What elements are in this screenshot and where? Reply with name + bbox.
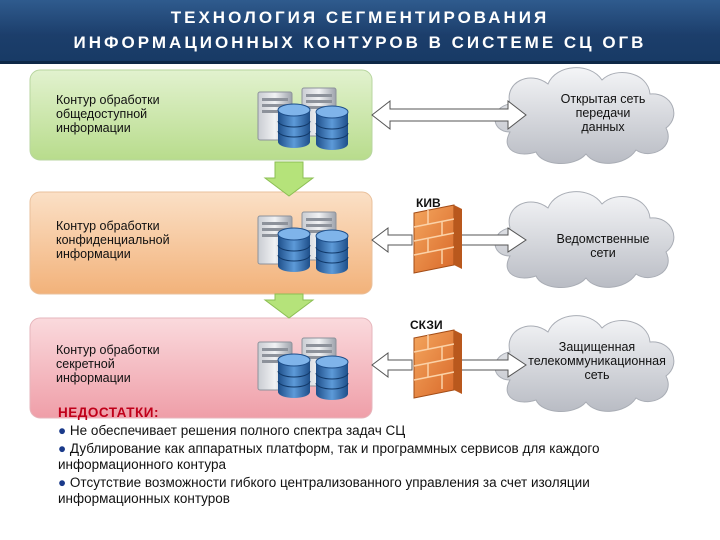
- label-line: Контур обработки: [56, 93, 160, 107]
- firewall-kiv-icon: [413, 204, 463, 274]
- label-line: телекоммуникационная: [528, 354, 666, 368]
- label-line: передачи: [575, 106, 631, 120]
- drawback-text: Отсутствие возможности гибкого централиз…: [58, 475, 590, 506]
- bidirectional-arrow-icon: [371, 352, 413, 378]
- title-line-1: ТЕХНОЛОГИЯ СЕГМЕНТИРОВАНИЯ: [170, 8, 550, 27]
- drawback-item: ● Не обеспечивает решения полного спектр…: [58, 423, 678, 439]
- banner-bottom-strip: [0, 61, 720, 64]
- bidirectional-arrow-icon: [371, 99, 527, 131]
- label-line: общедоступной: [56, 107, 148, 121]
- bidirectional-arrow-icon: [459, 352, 527, 378]
- label-line: Ведомственные: [556, 232, 650, 246]
- bidirectional-arrow-icon: [459, 227, 527, 253]
- bullet-icon: ●: [58, 423, 67, 438]
- drawback-text: Не обеспечивает решения полного спектра …: [69, 423, 406, 438]
- label-line: секретной: [56, 357, 115, 371]
- label-line: данных: [581, 120, 625, 134]
- drawback-text: Дублирование как аппаратных платформ, та…: [58, 441, 600, 472]
- bullet-icon: ●: [58, 441, 67, 456]
- label-line: Контур обработки: [56, 343, 160, 357]
- open-network-label: Открытая сеть передачи данных: [528, 92, 678, 134]
- confidential-contour-label: Контур обработки конфиденциальной информ…: [56, 219, 170, 261]
- label-line: сеть: [584, 368, 610, 382]
- drawback-item: ● Дублирование как аппаратных платформ, …: [58, 441, 678, 473]
- title-line-2: ИНФОРМАЦИОННЫХ КОНТУРОВ В СИСТЕМЕ СЦ ОГВ: [73, 33, 647, 52]
- bullet-icon: ●: [58, 475, 67, 490]
- secret-contour-label: Контур обработки секретной информации: [56, 343, 160, 385]
- skzi-label: СКЗИ: [410, 318, 443, 332]
- drawback-item: ● Отсутствие возможности гибкого централ…: [58, 475, 678, 507]
- down-arrow-icon: [263, 161, 315, 197]
- secure-network-label: Защищенная телекоммуникационная сеть: [502, 340, 692, 382]
- departmental-network-label: Ведомственные сети: [528, 232, 678, 260]
- label-line: Открытая сеть: [560, 92, 646, 106]
- public-contour-label: Контур обработки общедоступной информаци…: [56, 93, 160, 135]
- title-banner: ТЕХНОЛОГИЯ СЕГМЕНТИРОВАНИЯ ИНФОРМАЦИОННЫ…: [0, 0, 720, 64]
- label-line: конфиденциальной: [56, 233, 170, 247]
- drawbacks-section: НЕДОСТАТКИ: ● Не обеспечивает решения по…: [58, 405, 678, 507]
- label-line: сети: [590, 246, 616, 260]
- down-arrow-icon: [263, 293, 315, 319]
- bidirectional-arrow-icon: [371, 227, 413, 253]
- firewall-skzi-icon: [413, 329, 463, 399]
- label-line: информации: [56, 121, 131, 135]
- kiv-label: КИВ: [416, 196, 441, 210]
- drawbacks-title: НЕДОСТАТКИ:: [58, 405, 159, 420]
- label-line: информации: [56, 247, 131, 261]
- label-line: Контур обработки: [56, 219, 160, 233]
- label-line: Защищенная: [558, 340, 636, 354]
- label-line: информации: [56, 371, 131, 385]
